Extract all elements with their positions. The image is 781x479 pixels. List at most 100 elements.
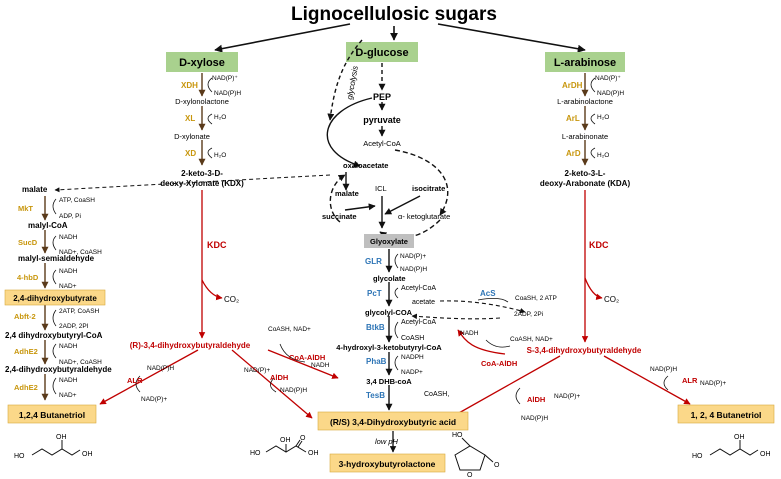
dhba-ho: HO xyxy=(250,450,261,457)
phab-nadph: NADPH xyxy=(401,354,424,361)
arl-water: H₂O xyxy=(597,114,609,121)
coa-aldh-right-out: NADH xyxy=(460,330,479,337)
butanetriol-left-oh1: OH xyxy=(56,434,67,441)
kda-line1: 2-keto-3-L- xyxy=(565,169,606,178)
glycolysis-label: glycolysis xyxy=(345,65,360,100)
kda-line2: deoxy-Arabonate (KDA) xyxy=(540,179,631,188)
abft-cofactor-in: 2ATP, CoASH xyxy=(59,308,100,315)
mkt-cofactor-in: ATP, CoaSH xyxy=(59,197,95,204)
dihydroxybutyrate: 2,4-dihydroxybutyrate xyxy=(13,294,97,303)
alr-left-in: NAD(P)H xyxy=(147,365,174,372)
malate-left: malate xyxy=(22,185,48,194)
arabinose-label: L-arabinose xyxy=(554,57,616,69)
lactone-ho: HO xyxy=(452,432,463,439)
xd-water: H₂O xyxy=(214,152,226,159)
aldh-right-in: NAD(P)+ xyxy=(554,393,580,400)
xl-water: H₂O xyxy=(214,114,226,121)
aldh-left-in: NAD(P)+ xyxy=(244,367,270,374)
aldh-right-out: NAD(P)H xyxy=(521,415,548,422)
hbl-box xyxy=(329,453,446,473)
kdx-line1: 2-keto-3-D- xyxy=(181,169,223,178)
coa-aldh-right: CoA-AlDH xyxy=(481,359,517,368)
adhe2-cofactor-in-1: NADH xyxy=(59,343,78,350)
icl-label: ICL xyxy=(375,184,387,193)
oxaloacetate: oxaloacetate xyxy=(343,161,388,170)
coa-aldh-right-in: CoASH, NAD+ xyxy=(510,336,553,343)
malate-center: malate xyxy=(335,189,359,198)
d-xylonolactone: D-xylonolactone xyxy=(175,97,229,106)
tesb-coash: CoASH, xyxy=(424,391,449,398)
aldh-left-out: NAD(P)H xyxy=(280,387,307,394)
ard-enzyme: ArD xyxy=(566,149,581,158)
right-red-cofactor-arcs xyxy=(485,339,669,405)
pyruvate: pyruvate xyxy=(363,115,401,125)
mkt-cofactor-out: ADP, Pi xyxy=(59,213,81,220)
dhba: (R/S) 3,4-Dihydroxybutyric acid xyxy=(330,417,456,427)
butanetriol-left-oh2: OH xyxy=(82,451,93,458)
xylose-cofactor-arcs xyxy=(207,77,213,159)
co2-left: CO₂ xyxy=(224,295,239,304)
ardh-cofactor-out: NAD(P)H xyxy=(597,90,624,97)
glycolate: glycolate xyxy=(373,274,406,283)
butanetriol-right-structure xyxy=(709,440,759,456)
lactone-structure xyxy=(454,437,494,471)
ard-water: H₂O xyxy=(597,152,609,159)
acetate: acetate xyxy=(412,299,435,306)
adhe2-cofactor-out-2: NAD+ xyxy=(59,392,77,399)
dihydroxybutyraldehyde: 2,4-dihydroxybutyraldehyde xyxy=(5,365,112,374)
hbd-enzyme: 4-hbD xyxy=(17,273,39,282)
phab-nadp: NADP+ xyxy=(401,369,423,376)
abft-enzyme: Abft-2 xyxy=(14,312,36,321)
ardh-enzyme: ArDH xyxy=(562,81,583,90)
d-xylonate: D-xylonate xyxy=(174,132,210,141)
l-arabinonate: L-arabinonate xyxy=(562,132,608,141)
low-ph: low pH xyxy=(375,437,399,446)
dhb-box xyxy=(4,289,106,306)
kdx-line2: deoxy-Xylonate (KDX) xyxy=(160,179,244,188)
arabinose-cofactor-arcs xyxy=(590,77,596,159)
xdh-cofactor-in: NAD(P)⁺ xyxy=(212,75,238,82)
kdc-left: KDC xyxy=(207,240,227,250)
btkb-coash: CoASH xyxy=(401,335,424,342)
xd-enzyme: XD xyxy=(185,149,196,158)
lactone-ring-o: O xyxy=(467,472,473,479)
title-arrows xyxy=(214,23,586,53)
hydroxyketobutyryl-coa: 4-hydroxyl-3-ketobutyryl-CoA xyxy=(336,343,442,352)
alr-left: ALR xyxy=(127,376,143,385)
alr-right-out: NAD(P)+ xyxy=(700,380,726,387)
btkb-acetyl-coa: Acetyl-CoA xyxy=(401,319,436,326)
phab-enzyme: PhaB xyxy=(366,357,387,366)
kdc-right: KDC xyxy=(589,240,609,250)
kdc-right-arrows xyxy=(449,190,691,419)
glucose-label: D-glucose xyxy=(355,47,408,59)
dhba-box xyxy=(317,411,469,431)
malyl-coa: malyl-CoA xyxy=(28,221,68,230)
butanetriol-right-oh1: OH xyxy=(734,434,745,441)
acetate-recycle-arrows xyxy=(411,300,526,320)
sucd-cofactor-out: NAD+, CoASH xyxy=(59,249,102,256)
lactone-carbonyl-o: O xyxy=(494,462,500,469)
glr-cofactor-out: NAD(P)H xyxy=(400,266,427,273)
hbd-cofactor-out: NAD+ xyxy=(59,283,77,290)
glycolyl-coa: glycolyl-COA xyxy=(365,308,413,317)
alpha-ketoglutarate: α- ketoglutarate xyxy=(398,212,450,221)
butanetriol-right-ho: HO xyxy=(692,453,703,460)
sucd-enzyme: SucD xyxy=(18,238,38,247)
acs-cofactor-out: 2ADP, 2Pi xyxy=(514,311,543,318)
dhb-coa: 3,4 DHB-coA xyxy=(366,377,412,386)
abft-cofactor-out: 2ADP, 2PI xyxy=(59,323,89,330)
pct-acetyl-coa: Acetyl-CoA xyxy=(401,285,436,292)
butanetriol-right: 1, 2, 4 Butanetriol xyxy=(691,410,762,420)
acs-cofactor-arc xyxy=(477,298,509,303)
left-cofactor-arcs xyxy=(52,198,57,395)
alr-right-in: NAD(P)H xyxy=(650,366,677,373)
xylose-box xyxy=(166,52,238,72)
pct-enzyme: PcT xyxy=(367,289,382,298)
acs-enzyme: AcS xyxy=(480,289,496,298)
xl-enzyme: XL xyxy=(185,114,195,123)
r-aldehyde: (R)-3,4-dihydroxybutyraldehyde xyxy=(130,341,251,350)
diagram-title: Lignocellulosic sugars xyxy=(291,4,497,25)
glycolysis-arrows xyxy=(326,39,386,168)
butanetriol-left-ho: HO xyxy=(14,453,25,460)
